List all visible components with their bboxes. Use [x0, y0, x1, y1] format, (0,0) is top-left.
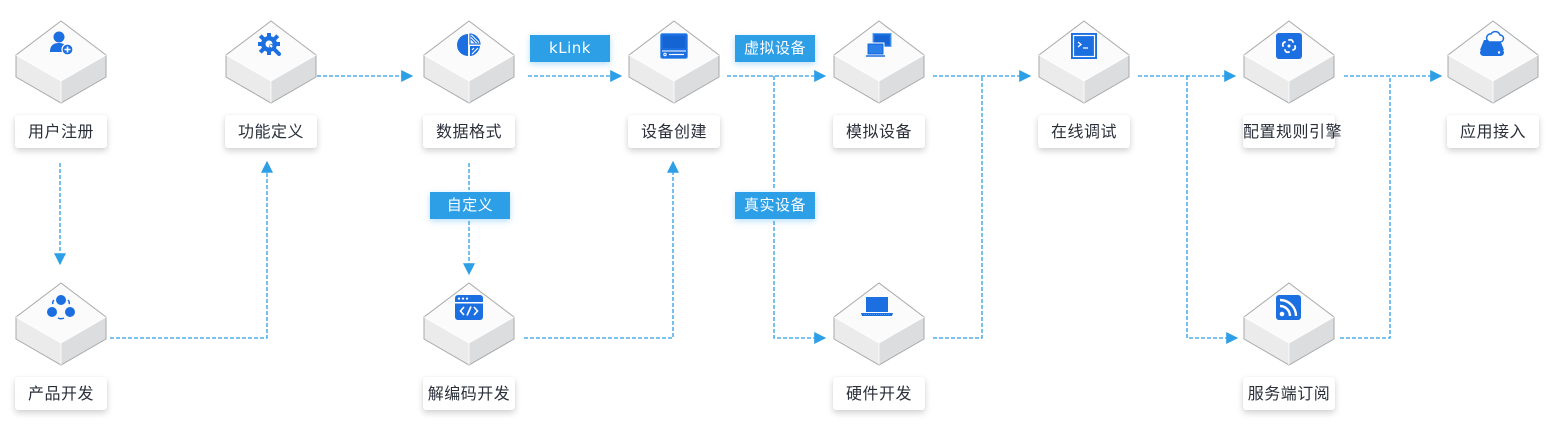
edge-device-create-to-hardware-dev: [773, 221, 827, 344]
cloud-storage-icon: [1480, 30, 1505, 56]
device-screen-icon: [660, 33, 688, 59]
node-label: 服务端订阅: [1243, 377, 1335, 410]
gear-wrench-icon: [258, 33, 281, 56]
node-label: 设备创建: [628, 115, 720, 148]
node-label: 配置规则引擎: [1243, 115, 1342, 148]
cube-block: [423, 20, 515, 104]
edge-server-subscribe-to-app-access: [1340, 76, 1391, 339]
node-label: 模拟设备: [833, 115, 925, 148]
edge-online-debug-to-server-subscribe: [1186, 76, 1239, 344]
node-label: 产品开发: [15, 377, 107, 410]
edge-hardware-dev-to-online-debug: [933, 76, 983, 339]
node-label: 功能定义: [225, 115, 317, 148]
rule-engine-icon: [1276, 33, 1302, 59]
laptop-icon: [861, 297, 893, 316]
edge-codec-dev-to-device-create: [524, 160, 679, 339]
tag-klink: kLink: [530, 35, 610, 62]
pie-chart-icon: [457, 33, 481, 56]
cube-block: [833, 282, 925, 366]
node-label: 解编码开发: [423, 377, 515, 410]
tag-real-device: 真实设备: [735, 192, 815, 219]
cube-block: [15, 282, 107, 366]
edge-product-dev-to-function-define: [110, 160, 273, 339]
node-label: 硬件开发: [833, 377, 925, 410]
dual-monitor-icon: [866, 33, 892, 57]
cube-block: [628, 20, 720, 104]
code-window-icon: [455, 295, 483, 320]
node-label: 应用接入: [1447, 115, 1539, 148]
group-nodes-icon: [47, 295, 75, 320]
user-add-icon: [50, 31, 74, 56]
node-label: 数据格式: [423, 115, 515, 148]
tag-custom: 自定义: [430, 192, 510, 219]
terminal-icon: [1071, 33, 1097, 59]
rss-icon: [1276, 295, 1301, 320]
node-label: 用户注册: [15, 115, 107, 148]
tag-virtual-device: 虚拟设备: [735, 35, 815, 62]
node-label: 在线调试: [1038, 115, 1130, 148]
